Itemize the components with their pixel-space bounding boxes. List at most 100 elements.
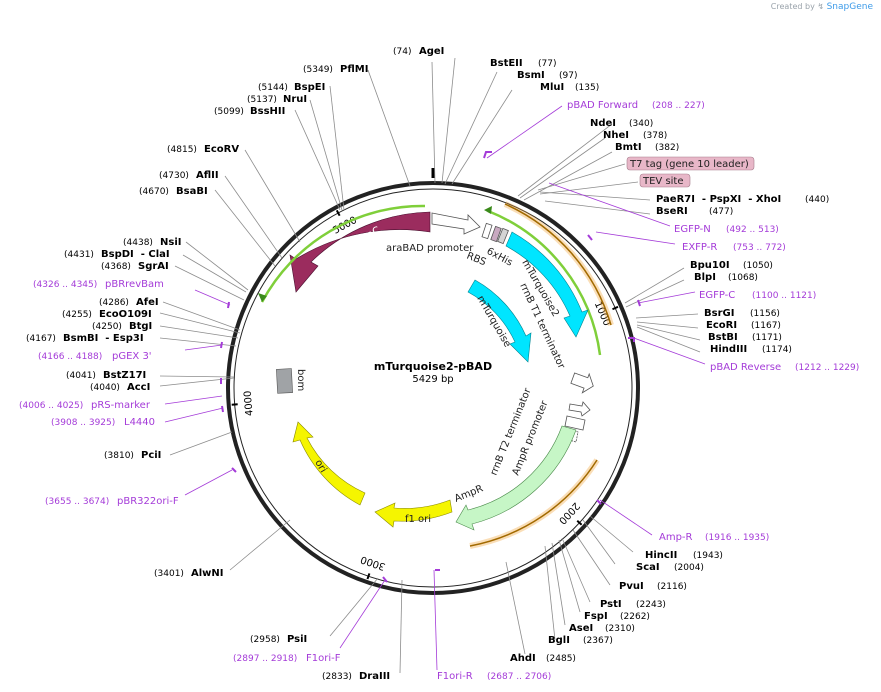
svg-text:EGFP-N: EGFP-N (674, 224, 711, 235)
enzyme-sgrAI[interactable]: (4368)SgrAI (101, 261, 169, 272)
enzyme-bsteII[interactable]: BstEII(77) (490, 58, 556, 69)
svg-text:(4041): (4041) (66, 371, 96, 381)
primer-egfp-c[interactable]: EGFP-C(1100 .. 1121) (699, 290, 816, 301)
feature-bom[interactable]: bom (276, 368, 306, 394)
enzyme-afeI[interactable]: (4286)AfeI (99, 297, 159, 308)
enzyme-paer7I[interactable]: PaeR7I - PspXI - XhoI(440) (656, 194, 829, 205)
svg-text:(440): (440) (805, 195, 829, 205)
enzyme-aflII[interactable]: (4730)AflII (159, 170, 219, 181)
enzyme-blpI[interactable]: BlpI(1068) (694, 272, 758, 283)
svg-text:BglI: BglI (548, 635, 570, 646)
primer-amp-r[interactable]: Amp-R(1916 .. 1935) (659, 532, 769, 543)
enzyme-mluI[interactable]: MluI(135) (540, 82, 599, 93)
enzyme-bsmBI[interactable]: (4167)BsmBI - Esp3I (26, 333, 144, 344)
enzyme-hincII[interactable]: HincII(1943) (645, 550, 723, 561)
enzyme-ndeI[interactable]: NdeI (340) (590, 118, 653, 129)
svg-text:(3908 .. 3925): (3908 .. 3925) (51, 418, 115, 428)
feature-f1-ori[interactable]: f1 ori (374, 499, 453, 528)
enzyme-ecoO109I[interactable]: (4255)EcoO109I (62, 309, 152, 320)
enzyme-pvuI[interactable]: PvuI(2116) (619, 581, 687, 592)
enzyme-bpu10I[interactable]: Bpu10I(1050) (690, 260, 773, 271)
primer-l4440[interactable]: (3908 .. 3925)L4440 (51, 417, 155, 428)
enzyme-nsiI[interactable]: (4438)NsiI (123, 237, 181, 248)
primer-site-marks (220, 151, 641, 583)
enzyme-draIII[interactable]: (2833)DraIII (322, 671, 390, 682)
enzyme-scaI[interactable]: ScaI(2004) (636, 562, 704, 573)
svg-text:BssHII: BssHII (250, 106, 285, 117)
svg-text:(3810): (3810) (104, 451, 134, 461)
svg-text:(4286): (4286) (99, 298, 129, 308)
svg-text:(1167): (1167) (751, 321, 781, 331)
enzyme-nheI[interactable]: NheI(378) (603, 130, 667, 141)
tag-box-tev[interactable]: TEV site (639, 173, 691, 188)
enzyme-bmtI[interactable]: BmtI(382) (615, 142, 679, 153)
enzyme-ecoRV[interactable]: (4815)EcoRV (167, 144, 239, 155)
enzyme-aseI[interactable]: AseI(2310) (569, 623, 635, 634)
enzyme-fspI[interactable]: FspI(2262) (584, 611, 650, 622)
svg-text:(1171): (1171) (752, 333, 782, 343)
enzyme-pciI[interactable]: (3810)PciI (104, 450, 161, 461)
primer-prs-marker[interactable]: (4006 .. 4025)pRS-marker (19, 400, 151, 411)
primer-egfp-n[interactable]: EGFP-N(492 .. 513) (674, 224, 779, 235)
svg-text:HindIII: HindIII (710, 344, 747, 355)
feature-arac[interactable]: araC (289, 211, 431, 293)
svg-text:(2833): (2833) (322, 672, 352, 682)
svg-text:(340): (340) (629, 119, 653, 129)
svg-text:(3655 .. 3674): (3655 .. 3674) (45, 497, 109, 507)
svg-text:pBRrevBam: pBRrevBam (105, 279, 164, 290)
feature-arabad-promoter[interactable]: araBAD promoter (386, 212, 481, 254)
svg-text:PstI: PstI (600, 599, 622, 610)
svg-text:NruI: NruI (283, 94, 307, 105)
tick-mark (612, 305, 619, 311)
primer-pbad-reverse[interactable]: pBAD Reverse(1212 .. 1229) (710, 362, 859, 373)
enzyme-bstZ17I[interactable]: (4041)BstZ17I (66, 370, 146, 381)
svg-text:AseI: AseI (569, 623, 593, 634)
enzyme-ahdI[interactable]: AhdI(2485) (510, 653, 576, 664)
primer-pbr322ori-f[interactable]: (3655 .. 3674)pBR322ori-F (45, 496, 179, 507)
svg-text:(135): (135) (575, 83, 599, 93)
primer-f1ori-r[interactable]: F1ori-R(2687 .. 2706) (437, 671, 551, 682)
svg-text:(5144): (5144) (258, 83, 288, 93)
enzyme-bstBI[interactable]: BstBI(1171) (708, 332, 782, 343)
enzyme-alwNI[interactable]: (3401)AlwNI (154, 568, 224, 579)
enzyme-pflMI[interactable]: (5349)PflMI (303, 64, 368, 75)
primer-exfp-r[interactable]: EXFP-R(753 .. 772) (682, 242, 786, 253)
feature-ori[interactable]: ori (292, 421, 366, 506)
svg-text:BmtI: BmtI (615, 142, 642, 153)
svg-text:NdeI: NdeI (590, 118, 616, 129)
primer-pbrrevbam[interactable]: (4326 .. 4345)pBRrevBam (33, 279, 164, 290)
enzyme-bspEI[interactable]: (5144)BspEI (258, 82, 325, 93)
enzyme-btgI[interactable]: (4250)BtgI (92, 321, 152, 332)
tag-label-t7: T7 tag (gene 10 leader) (629, 159, 749, 170)
enzyme-bspDI[interactable]: (4431)BspDI - ClaI (64, 249, 170, 260)
tag-box-t7[interactable]: T7 tag (gene 10 leader) (626, 156, 755, 171)
svg-text:pBAD Forward: pBAD Forward (567, 100, 638, 111)
enzyme-ageI[interactable]: (74)AgeI (393, 46, 444, 57)
primer-pbad-forward[interactable]: pBAD Forward(208 .. 227) (567, 100, 705, 111)
tick-mark (576, 519, 583, 526)
svg-text:(2367): (2367) (583, 636, 613, 646)
enzyme-hindIII[interactable]: HindIII(1174) (710, 344, 792, 355)
enzyme-psiI[interactable]: (2958)PsiI (250, 634, 307, 645)
enzyme-accI[interactable]: (4040)AccI (90, 382, 150, 393)
watermark-brand: SnapGene (826, 2, 873, 12)
enzyme-pstI[interactable]: PstI (2243) (600, 599, 666, 610)
enzyme-bssHII[interactable]: (5099)BssHII (214, 106, 285, 117)
enzyme-bsrGI[interactable]: BsrGI(1156) (704, 308, 780, 319)
backbone-ring (226, 181, 640, 595)
primer-pgex-3[interactable]: (4166 .. 4188)pGEX 3' (38, 351, 152, 362)
enzyme-ecoRI[interactable]: EcoRI(1167) (706, 320, 781, 331)
svg-text:(2243): (2243) (636, 600, 666, 610)
enzyme-bglI[interactable]: BglI (2367) (548, 635, 613, 646)
svg-text:(4438): (4438) (123, 238, 153, 248)
enzyme-bseRI[interactable]: BseRI(477) (656, 206, 733, 217)
enzyme-nruI[interactable]: (5137)NruI (247, 94, 307, 105)
svg-text:(5349): (5349) (303, 65, 333, 75)
svg-text:(4250): (4250) (92, 322, 122, 332)
primer-f1ori-f[interactable]: (2897 .. 2918)F1ori-F (233, 653, 341, 664)
feature-ampr[interactable]: AmpR (453, 425, 577, 531)
primer-labels: pBAD Forward(208 .. 227) EGFP-N(492 .. 5… (19, 100, 859, 682)
svg-text:(4431): (4431) (64, 250, 94, 260)
enzyme-bsmI[interactable]: BsmI(97) (517, 70, 577, 81)
enzyme-bsaBI[interactable]: (4670)BsaBI (139, 186, 208, 197)
